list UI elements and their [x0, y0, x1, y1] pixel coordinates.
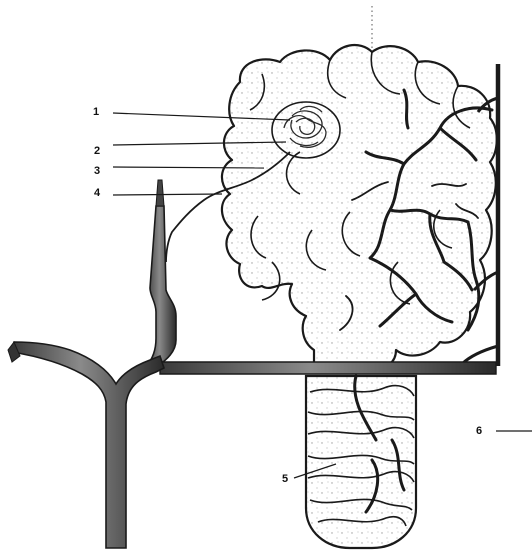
label-4: 4	[94, 188, 100, 199]
y-vessel	[12, 342, 164, 548]
label-3: 3	[94, 166, 100, 177]
label-1: 1	[93, 107, 99, 118]
label-5: 5	[282, 474, 288, 485]
leader-line-4	[113, 194, 222, 195]
label-6: 6	[476, 426, 482, 437]
vessel-top-tip	[156, 180, 164, 206]
left-feeding-vessel	[146, 206, 176, 366]
label-2: 2	[94, 146, 100, 157]
horizontal-vessel	[160, 362, 496, 374]
coiled-tubule	[306, 376, 416, 548]
